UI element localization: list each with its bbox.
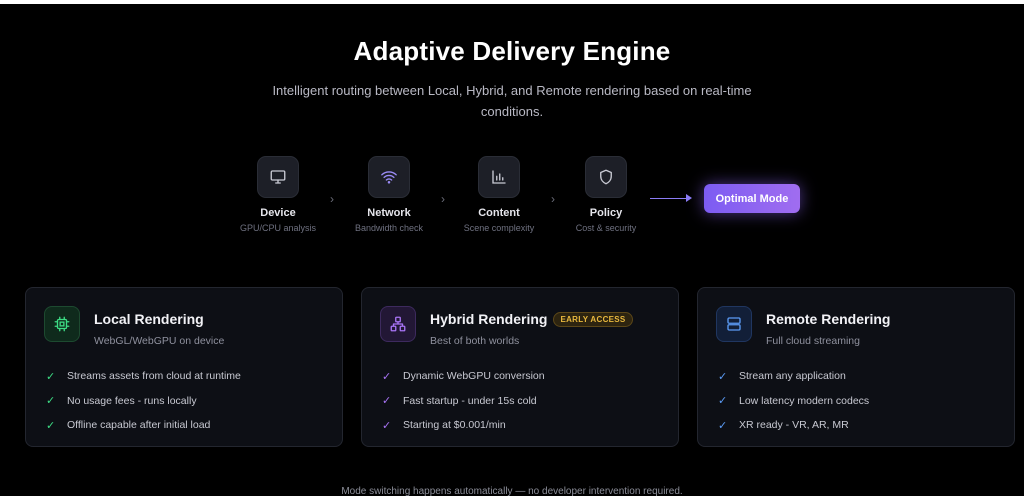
card-remote-rendering[interactable]: Remote Rendering Full cloud streaming ✓ S… (697, 287, 1015, 447)
flow-arrow-line (650, 198, 690, 199)
feature-text: Offline capable after initial load (67, 419, 211, 432)
step-description: GPU/CPU analysis (239, 223, 317, 233)
step-network: Network Bandwidth check (334, 156, 444, 233)
step-description: Scene complexity (463, 223, 535, 233)
feature-text: Fast startup - under 15s cold (403, 394, 537, 407)
check-icon: ✓ (382, 419, 392, 432)
step-label: Network (367, 207, 411, 219)
step-label: Policy (589, 207, 623, 219)
check-icon: ✓ (718, 370, 728, 383)
feature-list: ✓ Streams assets from cloud at runtime ✓ N… (46, 364, 241, 438)
check-icon: ✓ (382, 395, 392, 408)
feature-text: No usage fees - runs locally (67, 394, 197, 407)
arrow-right-icon (686, 194, 692, 202)
list-item: ✓ Dynamic WebGPU conversion (382, 364, 545, 389)
step-label: Content (478, 207, 520, 219)
list-item: ✓ Stream any application (718, 364, 869, 389)
early-access-badge: EARLY ACCESS (553, 312, 633, 327)
card-subtitle: WebGL/WebGPU on device (94, 335, 225, 347)
feature-list: ✓ Dynamic WebGPU conversion ✓ Fast startup… (382, 364, 545, 438)
card-title-text: Hybrid Rendering (430, 311, 548, 327)
card-subtitle: Best of both worlds (430, 335, 520, 347)
card-local-rendering[interactable]: Local Rendering WebGL/WebGPU on device ✓… (25, 287, 343, 447)
check-icon: ✓ (46, 395, 56, 408)
monitor-icon (257, 156, 299, 198)
step-label: Device (260, 207, 296, 219)
feature-text: Dynamic WebGPU conversion (403, 370, 545, 383)
bar-chart-icon (478, 156, 520, 198)
check-icon: ✓ (46, 419, 56, 432)
wifi-icon (368, 156, 410, 198)
step-description: Bandwidth check (354, 223, 424, 233)
list-item: ✓ Offline capable after initial load (46, 413, 241, 438)
step-device: Device GPU/CPU analysis (223, 156, 333, 233)
chevron-right-icon: › (330, 192, 334, 206)
check-icon: ✓ (46, 370, 56, 383)
feature-text: Low latency modern codecs (739, 394, 870, 407)
optimal-mode-button[interactable]: Optimal Mode (704, 184, 800, 213)
card-subtitle: Full cloud streaming (766, 335, 860, 347)
chevron-right-icon: › (441, 192, 445, 206)
check-icon: ✓ (718, 395, 728, 408)
feature-text: Starting at $0.001/min (403, 419, 506, 432)
card-title: Local Rendering (94, 311, 204, 327)
footer-note: Mode switching happens automatically — n… (341, 486, 683, 496)
feature-text: Stream any application (739, 370, 846, 383)
feature-text: XR ready - VR, AR, MR (739, 419, 849, 432)
feature-list: ✓ Stream any application ✓ Low latency mod… (718, 364, 869, 438)
list-item: ✓ Starting at $0.001/min (382, 413, 545, 438)
feature-text: Streams assets from cloud at runtime (67, 370, 241, 383)
chip-icon (44, 306, 80, 342)
server-icon (716, 306, 752, 342)
chevron-right-icon: › (551, 192, 555, 206)
shield-icon (585, 156, 627, 198)
list-item: ✓ XR ready - VR, AR, MR (718, 413, 869, 438)
list-item: ✓ No usage fees - runs locally (46, 389, 241, 414)
page-subtitle: Intelligent routing between Local, Hybri… (272, 83, 752, 119)
step-description: Cost & security (575, 223, 637, 233)
card-hybrid-rendering[interactable]: Hybrid Rendering EARLY ACCESS Best of bot… (361, 287, 679, 447)
list-item: ✓ Fast startup - under 15s cold (382, 389, 545, 414)
check-icon: ✓ (718, 419, 728, 432)
list-item: ✓ Low latency modern codecs (718, 389, 869, 414)
card-title: Remote Rendering (766, 311, 891, 327)
check-icon: ✓ (382, 370, 392, 383)
page-title: Adaptive Delivery Engine (353, 36, 671, 66)
step-policy: Policy Cost & security (551, 156, 661, 233)
step-content: Content Scene complexity (444, 156, 554, 233)
network-icon (380, 306, 416, 342)
list-item: ✓ Streams assets from cloud at runtime (46, 364, 241, 389)
card-title: Hybrid Rendering EARLY ACCESS (430, 311, 633, 327)
